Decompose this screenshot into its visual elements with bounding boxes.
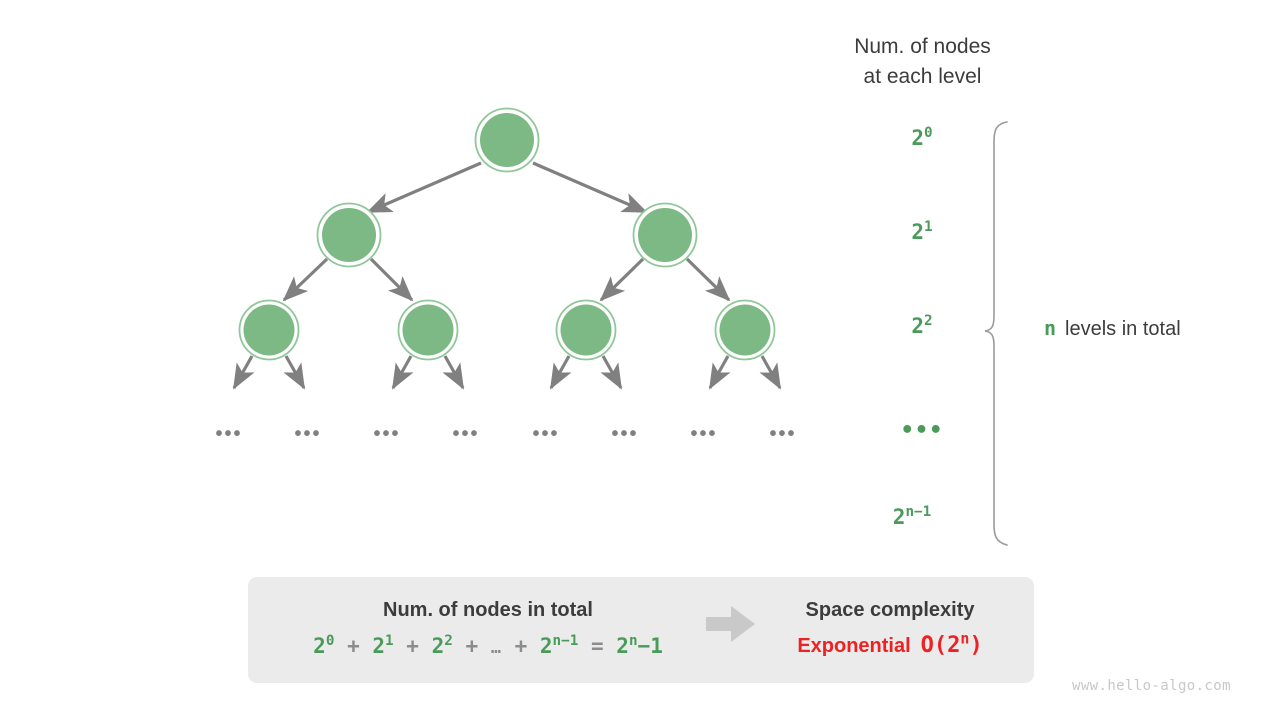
term-2-base: 2 xyxy=(431,634,445,658)
column-header-node-counts: Num. of nodes at each level xyxy=(854,35,991,88)
level-count-0-exponent: 0 xyxy=(924,125,933,141)
formula-ellipsis: … xyxy=(490,637,502,657)
tree-node-root xyxy=(474,107,540,173)
level-count-ellipsis-base: ••• xyxy=(900,418,944,443)
plus-sign-2: + xyxy=(406,634,419,658)
level-count-1-base: 2 xyxy=(911,220,925,244)
complexity-notation: O(2n) xyxy=(920,629,983,658)
tree-ellipsis-8: ••• xyxy=(769,423,797,445)
tree-edges xyxy=(232,161,782,390)
tree-ellipsis-1: ••• xyxy=(215,423,243,445)
total-levels-symbol: n xyxy=(1044,316,1057,340)
equals-sign: = xyxy=(590,634,604,658)
term-4-base: 2 xyxy=(539,634,553,658)
term-2-exponent: 2 xyxy=(444,633,453,649)
complexity-label: Exponential xyxy=(797,635,911,657)
plus-sign-3: + xyxy=(465,634,479,658)
result-tail: −1 xyxy=(637,634,663,658)
result-exponent: n xyxy=(628,633,638,649)
complexity-notation-exponent: n xyxy=(960,629,970,648)
complexity-notation-prefix: O(2 xyxy=(920,633,961,658)
level-count-2-exponent: 2 xyxy=(924,313,933,329)
tree-nodes xyxy=(238,107,776,361)
level-count-0-base: 2 xyxy=(911,126,925,150)
tree-ellipsis-4: ••• xyxy=(452,423,480,445)
summary-total-nodes: Num. of nodes in total 20 + 21 + 22 + … … xyxy=(258,599,718,658)
tree-ellipsis-7: ••• xyxy=(690,423,718,445)
tree-ellipsis-6: ••• xyxy=(611,423,639,445)
tree-node-l2-2 xyxy=(397,299,459,361)
tree-ellipsis-5: ••• xyxy=(532,423,560,445)
levels-brace xyxy=(984,121,1008,546)
summary-space-complexity-value: Exponential O(2n) xyxy=(756,629,1024,658)
level-count-2-base: 2 xyxy=(911,314,925,338)
level-count-ellipsis: ••• xyxy=(862,418,982,443)
tree-node-l2-4 xyxy=(714,299,776,361)
level-count-1-exponent: 1 xyxy=(924,219,933,235)
term-4-exponent: n−1 xyxy=(552,633,579,649)
tree-ellipsis-3: ••• xyxy=(373,423,401,445)
summary-arrow-svg xyxy=(706,606,755,642)
tree-node-l1-right xyxy=(632,202,698,268)
plus-sign-4: + xyxy=(514,634,528,658)
watermark: www.hello-algo.com xyxy=(1072,678,1231,694)
summary-panel: Num. of nodes in total 20 + 21 + 22 + … … xyxy=(248,577,1034,683)
plus-sign-1: + xyxy=(347,634,360,658)
tree-ellipsis-2: ••• xyxy=(294,423,322,445)
right-arrow-icon xyxy=(706,606,755,642)
tree-node-l1-left xyxy=(316,202,382,268)
summary-total-nodes-formula: 20 + 21 + 22 + … + 2n−1 = 2n−1 xyxy=(258,634,718,658)
level-count-2: 22 xyxy=(862,314,982,338)
level-count-1: 21 xyxy=(862,220,982,244)
level-count-n-1-base: 2 xyxy=(892,505,906,529)
result-base: 2 xyxy=(616,634,629,658)
term-0-exponent: 0 xyxy=(325,633,335,649)
level-count-0: 20 xyxy=(862,126,982,150)
tree-node-l2-1 xyxy=(238,299,300,361)
level-count-n-1: 2n−1 xyxy=(852,505,972,529)
complexity-notation-suffix: ) xyxy=(969,633,983,658)
term-1-exponent: 1 xyxy=(385,633,394,649)
term-0-base: 2 xyxy=(313,634,326,658)
summary-total-nodes-title: Num. of nodes in total xyxy=(383,599,593,621)
level-count-n-1-exponent: n−1 xyxy=(905,504,932,520)
term-1-base: 2 xyxy=(372,634,386,658)
total-levels-annotation: n levels in total xyxy=(1044,316,1181,341)
total-levels-text: levels in total xyxy=(1065,318,1181,340)
summary-space-complexity-title: Space complexity xyxy=(805,599,975,621)
summary-space-complexity: Space complexity Exponential O(2n) xyxy=(756,599,1024,658)
tree-node-l2-3 xyxy=(555,299,617,361)
